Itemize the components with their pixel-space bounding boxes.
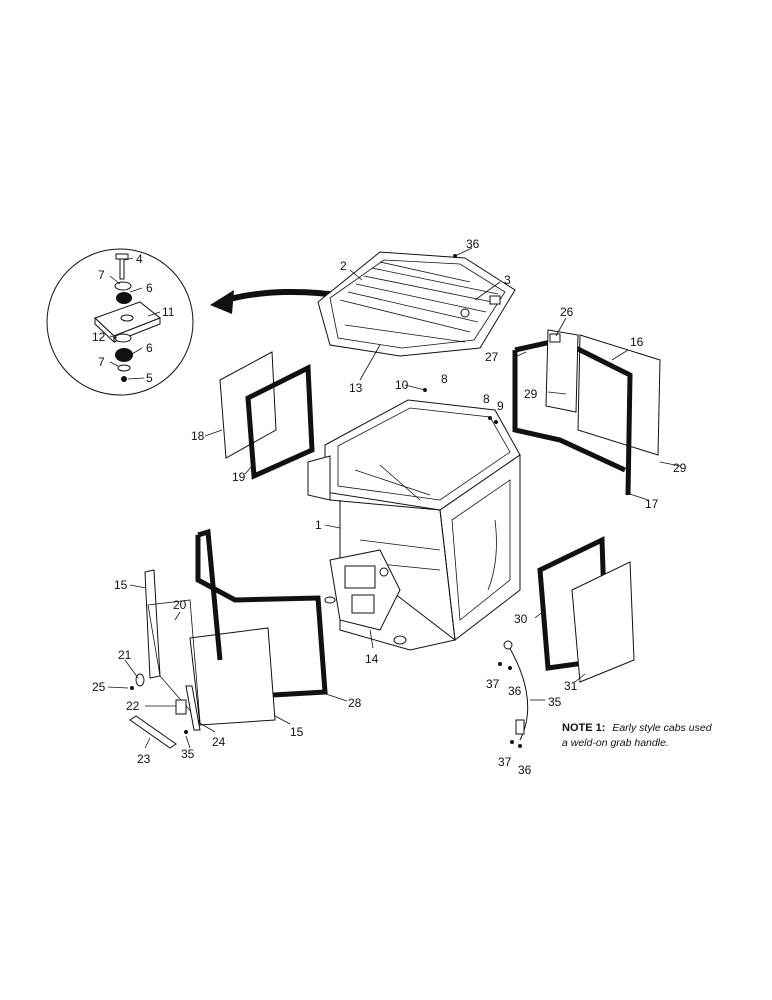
- note-heading: NOTE 1:: [562, 722, 605, 734]
- rear-window-16: [577, 334, 661, 456]
- door-glass-31: [571, 561, 635, 683]
- callout-28: 28: [348, 696, 362, 710]
- callout-6-top: 6: [146, 281, 153, 295]
- callout-37-top: 37: [486, 677, 500, 691]
- callout-7-top: 7: [98, 268, 105, 282]
- callout-11: 11: [162, 305, 175, 319]
- callout-36-bottom: 36: [518, 763, 532, 777]
- callout-27: 27: [485, 350, 499, 364]
- seal-19: [245, 364, 315, 480]
- callout-31: 31: [564, 679, 578, 693]
- callout-8: 8: [483, 392, 490, 406]
- trim-pieces: [129, 673, 201, 749]
- callout-24: 24: [212, 735, 226, 749]
- callout-22: 22: [126, 699, 140, 713]
- callout-4: 4: [136, 252, 143, 266]
- callout-34: 36: [466, 237, 480, 251]
- callout-15-bottom: 15: [290, 725, 304, 739]
- svg-text:NOTE 1: Early style cabs: NOTE 1: Early style cabs used: [562, 722, 713, 734]
- callout-30: 30: [514, 612, 528, 626]
- callout-19: 19: [232, 470, 246, 484]
- mount-detail-circle: [46, 248, 194, 396]
- callout-26: 26: [560, 305, 574, 319]
- grab-handle-35: [498, 640, 529, 748]
- windshield-15: [144, 569, 276, 726]
- leader-lines: [107, 247, 681, 749]
- callout-15-top: 15: [114, 578, 128, 592]
- callout-18: 18: [191, 429, 205, 443]
- roof-panel: [317, 251, 516, 357]
- callout-20: 20: [173, 598, 187, 612]
- callout-10: 10: [395, 378, 409, 392]
- callout-13: 13: [349, 381, 363, 395]
- latch-29: [545, 329, 579, 413]
- callout-2: 2: [340, 259, 347, 273]
- callout-6-bottom: 6: [146, 341, 153, 355]
- callout-8-top: 8: [441, 372, 448, 386]
- callout-29-left: 29: [524, 387, 538, 401]
- callout-29-right: 29: [673, 461, 687, 475]
- callout-1: 1: [315, 518, 322, 532]
- callout-23: 23: [137, 752, 151, 766]
- callout-33: 35: [181, 747, 195, 761]
- callout-25: 25: [92, 680, 106, 694]
- callout-5: 5: [146, 371, 153, 385]
- callout-3: 3: [504, 273, 511, 287]
- callout-17: 17: [645, 497, 659, 511]
- callout-9: 9: [497, 399, 504, 413]
- note-block: NOTE 1: Early style cabs used a weld-on …: [562, 722, 713, 749]
- callout-36-top: 36: [508, 684, 522, 698]
- callout-12: 12: [92, 330, 106, 344]
- windshield-20: [147, 599, 201, 724]
- windshield-seal-28: [195, 528, 328, 698]
- callout-16: 16: [630, 335, 644, 349]
- callout-labels: 4 7 6 11 12 6 7 5 2 36 3 13 10 8 8 9 1 1…: [92, 237, 687, 777]
- callout-21: 21: [118, 648, 132, 662]
- note-line-1: Early style cabs used: [612, 722, 712, 734]
- rear-seal-17: [512, 337, 633, 496]
- cab-frame: [307, 399, 521, 651]
- note-line-2: a weld-on grab handle.: [562, 737, 669, 749]
- callout-7-bottom: 7: [98, 355, 105, 369]
- callout-35: 35: [548, 695, 562, 709]
- callout-14: 14: [365, 652, 379, 666]
- callout-37-bottom: 37: [498, 755, 512, 769]
